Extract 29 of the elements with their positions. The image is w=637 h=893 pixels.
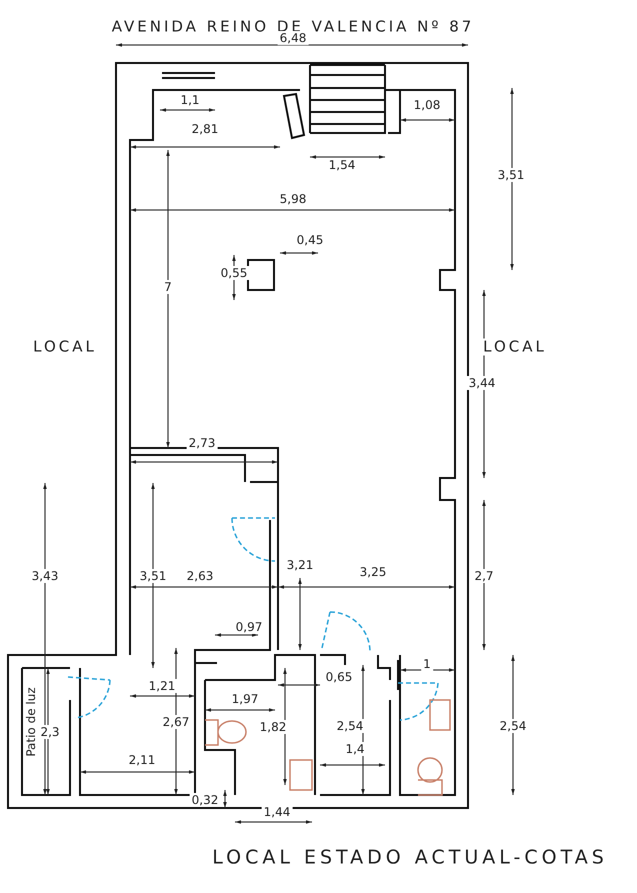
dimension-text: 5,98 <box>278 192 308 206</box>
dimension-text: 2,81 <box>190 122 220 136</box>
dimension-text: 7 <box>162 280 174 294</box>
dimension-text: 2,54 <box>498 719 528 733</box>
dimension-text: 1,97 <box>230 692 260 706</box>
dimension-text: 3,43 <box>30 569 60 583</box>
dimension-text: 1,82 <box>258 720 288 734</box>
dimension-text: 1,08 <box>412 98 442 112</box>
dimension-text: 3,21 <box>284 558 316 572</box>
dimension-text: 0,32 <box>190 793 220 807</box>
dimension-text: 0,45 <box>294 233 326 247</box>
dimension-text: 2,73 <box>186 436 218 450</box>
dimension-text: 2,63 <box>184 569 216 583</box>
dimension-text: 2,67 <box>160 715 192 729</box>
dimension-text: 1,54 <box>326 158 358 172</box>
dimension-text: 3,51 <box>138 569 168 583</box>
dimension-text: 1,21 <box>146 679 178 693</box>
dimension-text: 1 <box>421 657 433 671</box>
dimension-text: 2,54 <box>334 719 366 733</box>
dimension-text: 3,25 <box>358 565 388 579</box>
dimension-text: 3,44 <box>466 376 498 390</box>
dimension-text: 2,3 <box>38 725 62 739</box>
dimension-text: 6,48 <box>278 31 308 45</box>
dimension-text: 0,65 <box>324 670 354 684</box>
dimension-text: 3,51 <box>496 168 526 182</box>
dimension-text: 1,44 <box>262 805 292 819</box>
dimension-text: 0,97 <box>234 620 264 634</box>
dimension-text: 2,11 <box>126 753 158 767</box>
dimension-text: 0,55 <box>218 266 250 280</box>
